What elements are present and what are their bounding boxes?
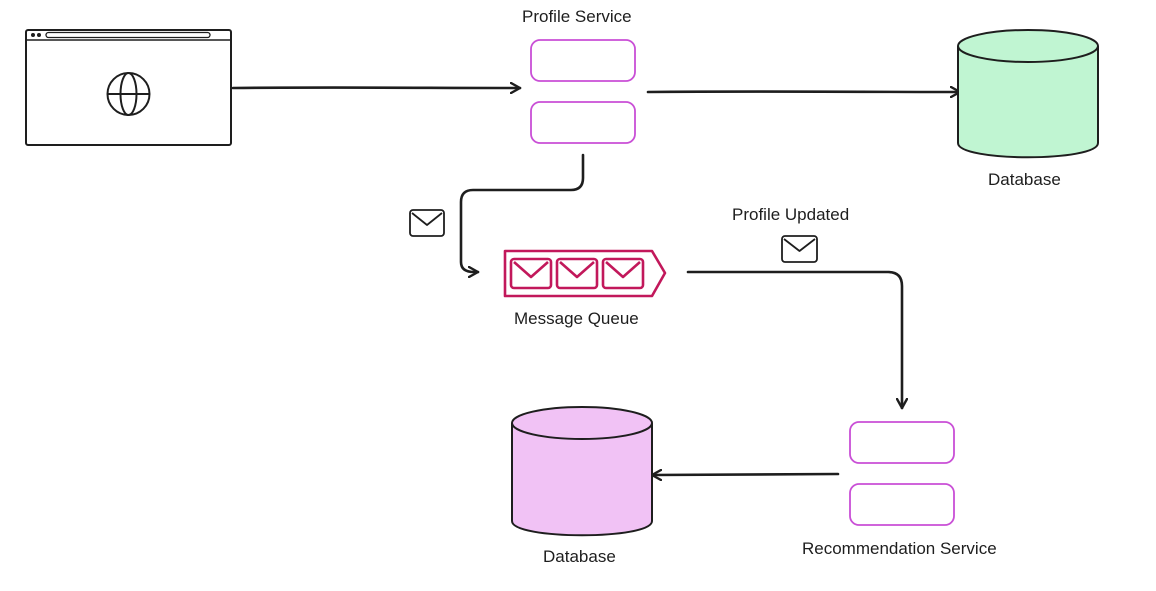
- arrow-queue-to-recommendation-service: [686, 270, 902, 410]
- message-queue-icon: [503, 249, 667, 298]
- message-queue-label: Message Queue: [514, 309, 639, 328]
- profile-service-instance-1: [530, 39, 636, 82]
- envelope-icon: [781, 235, 818, 263]
- database-top-label: Database: [988, 170, 1061, 189]
- profile-updated-label: Profile Updated: [732, 205, 850, 224]
- database-bottom-cylinder: [511, 406, 653, 537]
- profile-service-label: Profile Service: [522, 7, 632, 26]
- globe-icon: [106, 72, 151, 116]
- recommendation-service-instance-1: [849, 421, 955, 464]
- arrow-recommendation-service-to-database: [650, 474, 840, 475]
- database-top-cylinder: [957, 29, 1099, 159]
- database-bottom-label: Database: [543, 547, 616, 566]
- envelope-icon: [409, 209, 445, 237]
- arrow-profile-service-to-queue: [459, 153, 585, 272]
- recommendation-service-label: Recommendation Service: [802, 539, 997, 558]
- recommendation-service-instance-2: [849, 483, 955, 526]
- profile-service-instance-2: [530, 101, 636, 144]
- browser-window-icon: [25, 29, 232, 146]
